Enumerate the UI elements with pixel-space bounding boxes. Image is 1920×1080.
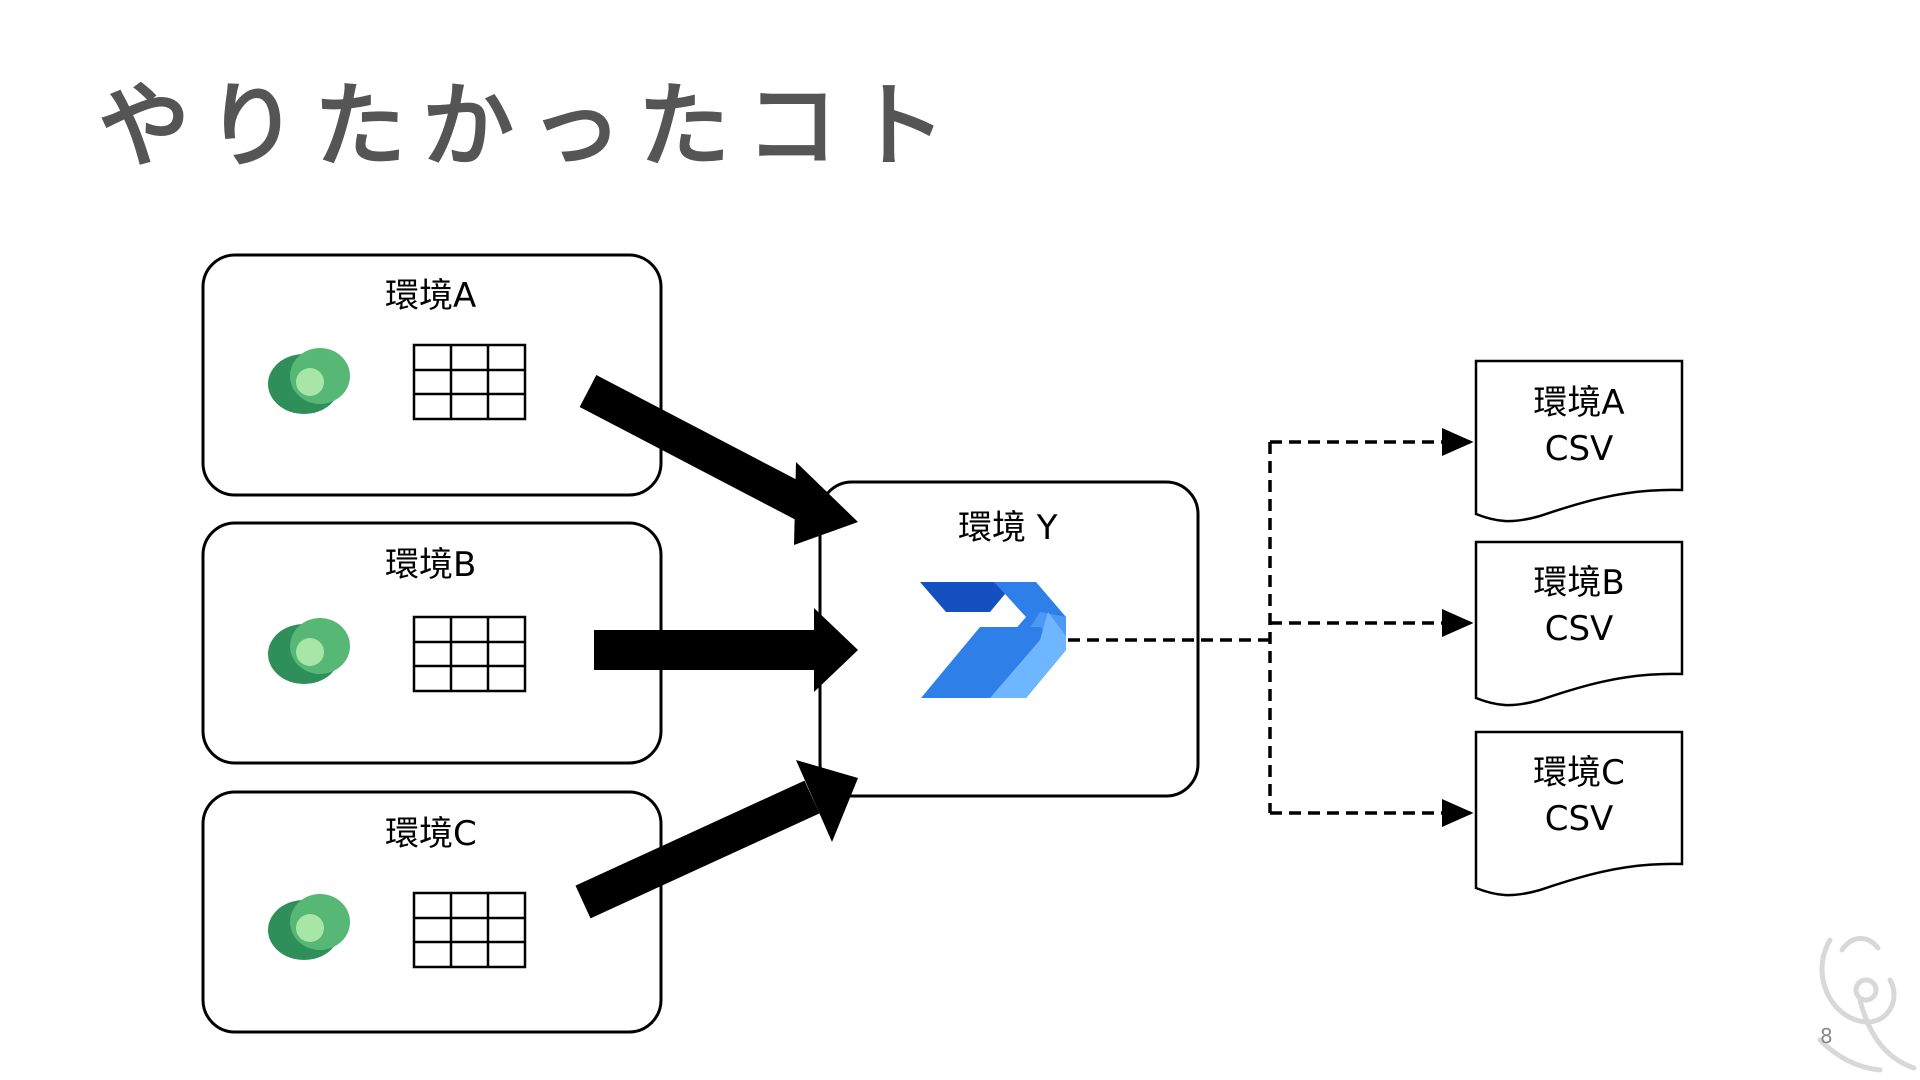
csv-label-b: 環境B CSV — [1476, 560, 1682, 652]
arrow-b-to-hub — [594, 608, 858, 692]
source-label-b: 環境B — [385, 545, 477, 585]
arrow-a-to-hub — [579, 375, 858, 545]
table-icon — [412, 615, 527, 693]
slide-title: やりたかったコト — [98, 73, 963, 180]
csv-label-c-env: 環境C — [1533, 753, 1625, 793]
source-label-a: 環境A — [385, 276, 477, 316]
csv-label-c-type: CSV — [1544, 799, 1614, 839]
power-automate-icon — [920, 582, 1066, 698]
source-label-c: 環境C — [385, 814, 477, 854]
dataverse-icon — [268, 618, 350, 684]
source-box-a — [201, 253, 663, 497]
csv-label-b-type: CSV — [1544, 609, 1614, 649]
source-box-c — [201, 790, 663, 1034]
csv-label-a: 環境A CSV — [1476, 380, 1682, 472]
csv-label-c: 環境C CSV — [1476, 750, 1682, 842]
csv-label-a-type: CSV — [1544, 429, 1614, 469]
page-number: 8 — [1820, 1024, 1833, 1048]
csv-label-a-env: 環境A — [1533, 383, 1625, 423]
hub-label: 環境 Y — [958, 508, 1058, 548]
dataverse-icon — [268, 348, 350, 414]
arrow-c-to-hub — [575, 760, 858, 919]
dataverse-icon — [268, 894, 350, 960]
csv-document-c — [1474, 730, 1684, 897]
csv-document-b — [1474, 540, 1684, 707]
table-icon — [412, 343, 527, 421]
csv-label-b-env: 環境B — [1533, 563, 1625, 603]
dragon-watermark — [1817, 936, 1917, 1073]
table-icon — [412, 891, 527, 969]
dashed-connectors — [1068, 428, 1474, 827]
csv-document-a — [1474, 359, 1684, 523]
